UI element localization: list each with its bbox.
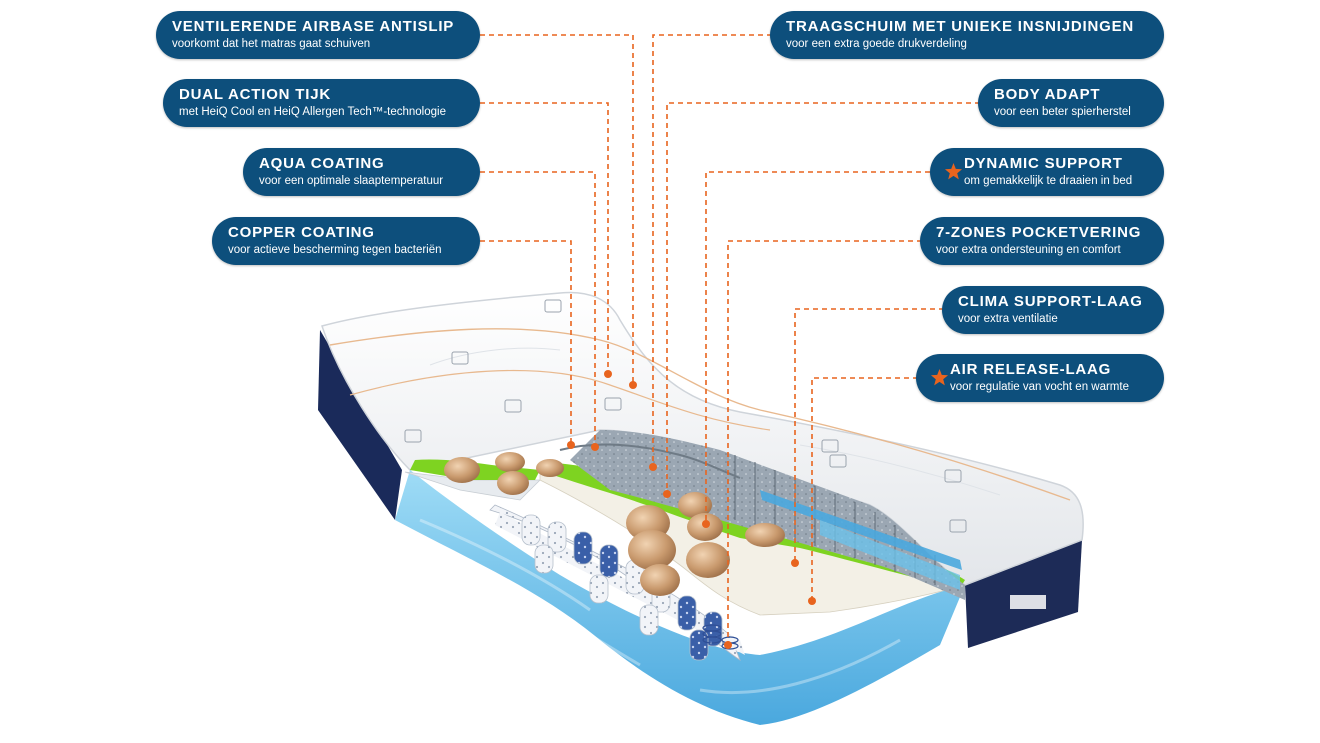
callout-airbase-subtitle: voorkomt dat het matras gaat schuiven xyxy=(172,38,371,50)
callout-traagschuim-subtitle: voor een extra goede drukverdeling xyxy=(786,38,967,50)
callout-bodyadapt-subtitle: voor een beter spierherstel xyxy=(994,106,1131,118)
star-icon xyxy=(930,368,949,386)
callout-tijk: DUAL ACTION TIJK met HeiQ Cool en HeiQ A… xyxy=(163,79,480,127)
callout-clima-title: CLIMA SUPPORT-LAAG xyxy=(958,293,1143,310)
callout-airbase-title: VENTILERENDE AIRBASE ANTISLIP xyxy=(172,18,455,35)
callout-bodyadapt: BODY ADAPT voor een beter spierherstel xyxy=(978,79,1164,127)
callout-aqua: AQUA COATING voor een optimale slaaptemp… xyxy=(243,148,480,196)
callout-airrelease: AIR RELEASE-LAAG voor regulatie van voch… xyxy=(916,354,1164,402)
cover-stitch-line xyxy=(329,328,1071,501)
callout-airbase: VENTILERENDE AIRBASE ANTISLIP voorkomt d… xyxy=(156,11,480,59)
callout-copper-subtitle: voor actieve bescherming tegen bacteriën xyxy=(228,244,442,256)
traagschuim-block xyxy=(570,430,965,600)
side-label xyxy=(1010,595,1046,609)
callout-tijk-title: DUAL ACTION TIJK xyxy=(179,86,331,103)
callout-clima: CLIMA SUPPORT-LAAG voor extra ventilatie xyxy=(942,286,1164,334)
callout-tijk-subtitle: met HeiQ Cool en HeiQ Allergen Tech™-tec… xyxy=(179,106,446,118)
callout-pocket-title: 7-ZONES POCKETVERING xyxy=(936,224,1142,241)
body-adapt-spheres xyxy=(444,452,785,596)
callout-aqua-title: AQUA COATING xyxy=(259,155,385,172)
callout-copper: COPPER COATING voor actieve bescherming … xyxy=(212,217,480,265)
leader-endpoints xyxy=(567,370,816,649)
callout-pocket: 7-ZONES POCKETVERING voor extra onderste… xyxy=(920,217,1164,265)
cover-logo-emblems xyxy=(404,299,967,533)
mattress-side-border xyxy=(318,330,402,520)
callout-airrelease-subtitle: voor regulatie van vocht en warmte xyxy=(950,381,1129,393)
callout-pocket-subtitle: voor extra ondersteuning en comfort xyxy=(936,244,1121,256)
callout-traagschuim: TRAAGSCHUIM MET UNIEKE INSNIJDINGEN voor… xyxy=(770,11,1164,59)
callout-bodyadapt-title: BODY ADAPT xyxy=(994,86,1101,103)
leader-lines xyxy=(480,34,980,643)
blue-zone-strip xyxy=(760,490,962,570)
callout-traagschuim-title: TRAAGSCHUIM MET UNIEKE INSNIJDINGEN xyxy=(786,18,1135,35)
callout-clima-subtitle: voor extra ventilatie xyxy=(958,313,1058,325)
cover-stitch-line-2 xyxy=(349,369,771,431)
callout-dynamic-title: DYNAMIC SUPPORT xyxy=(964,155,1123,172)
spring-coils xyxy=(702,624,739,650)
callout-dynamic-subtitle: om gemakkelijk te draaien in bed xyxy=(964,175,1133,187)
mattress-right-border xyxy=(965,540,1082,648)
callout-aqua-subtitle: voor een optimale slaaptemperatuur xyxy=(259,175,444,187)
callout-dynamic: DYNAMIC SUPPORT om gemakkelijk te draaie… xyxy=(930,148,1164,196)
callout-airrelease-title: AIR RELEASE-LAAG xyxy=(950,361,1112,378)
star-icon xyxy=(944,162,963,180)
callout-copper-title: COPPER COATING xyxy=(228,224,375,241)
blue-foam-base xyxy=(395,470,965,725)
